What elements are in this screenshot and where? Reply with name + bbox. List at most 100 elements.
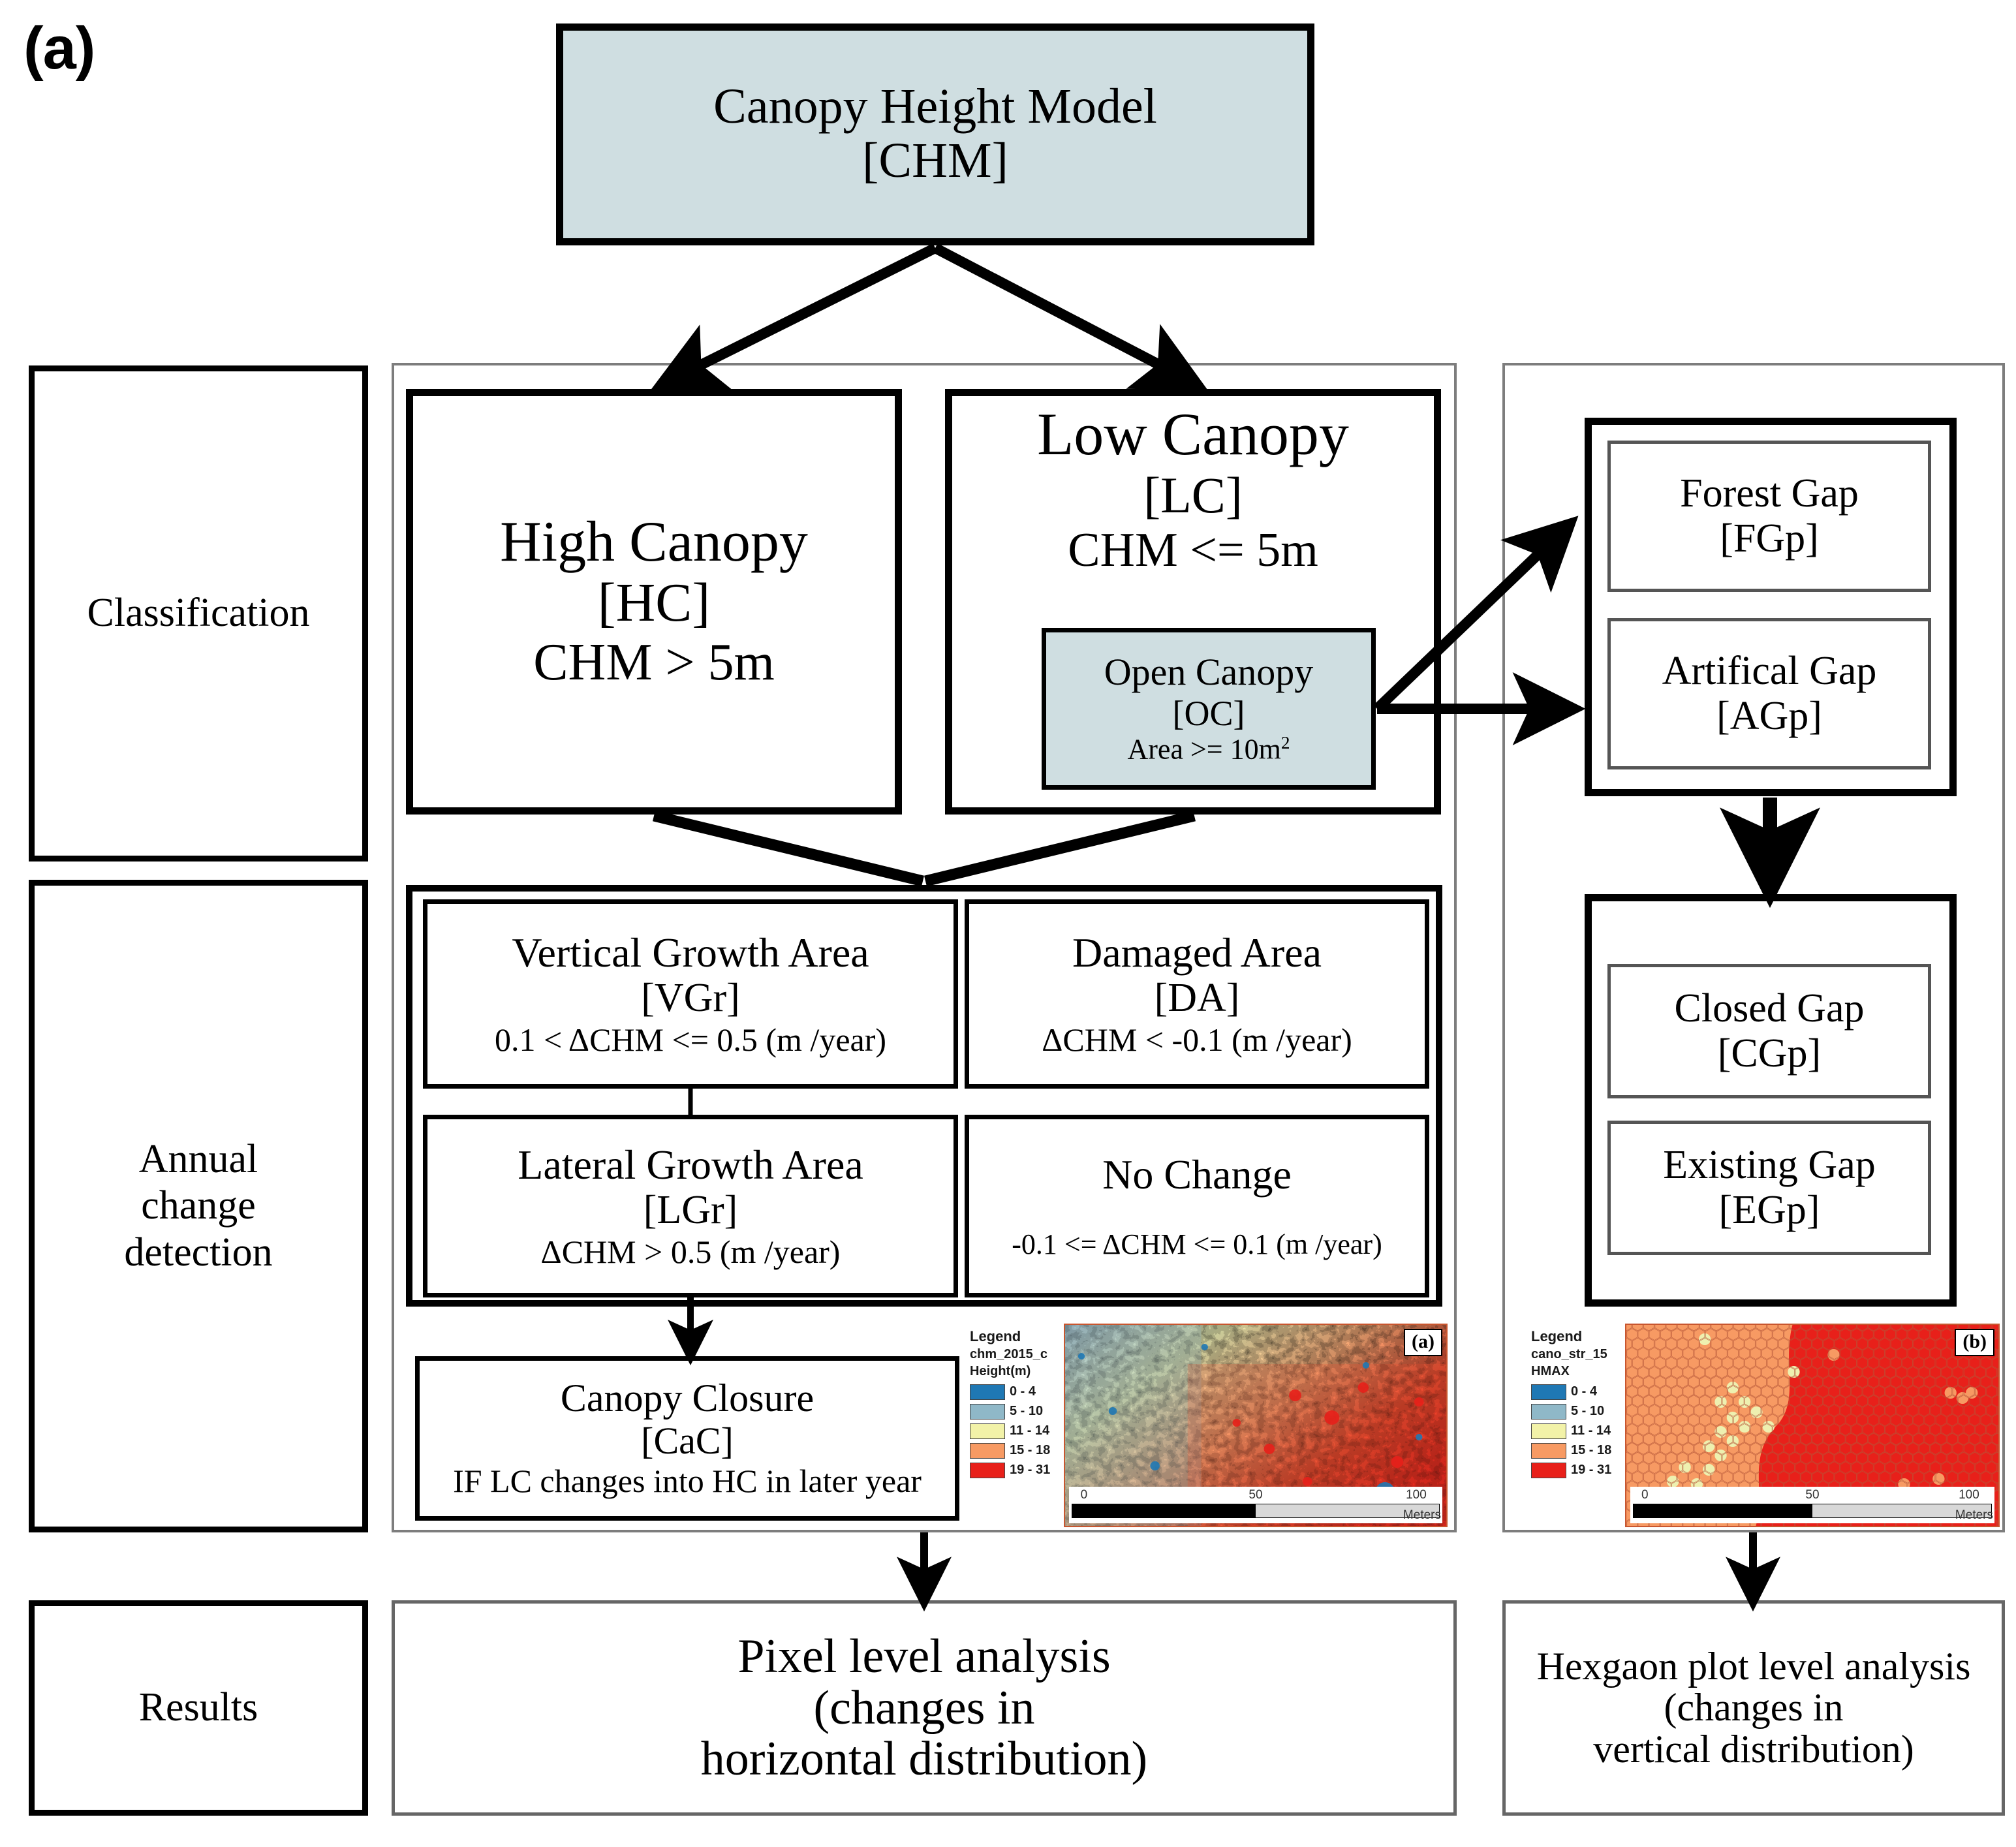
stage-label-classification-text: Classification xyxy=(87,591,310,636)
legend-chm: Legend chm_2015_c Height(m) 0 - 4 5 - 10… xyxy=(965,1324,1064,1527)
node-canopy-height-model: Canopy Height Model [CHM] xyxy=(556,23,1314,245)
legend-label: 5 - 10 xyxy=(1571,1404,1605,1418)
figure-chm-map: Legend chm_2015_c Height(m) 0 - 4 5 - 10… xyxy=(965,1324,1448,1527)
node-open-canopy-rule-text: Area >= 10m xyxy=(1127,733,1281,766)
stage-label-results-text: Results xyxy=(138,1685,258,1730)
node-lateral-growth-rule: ΔCHM > 0.5 (m /year) xyxy=(540,1233,841,1270)
legend-row: 5 - 10 xyxy=(1531,1402,1625,1421)
figure-tag-b: (b) xyxy=(1955,1329,1994,1356)
node-canopy-closure: Canopy Closure [CaC] IF LC changes into … xyxy=(415,1356,959,1521)
scalebar-fill xyxy=(1634,1504,1812,1517)
node-forest-gap-code: [FGp] xyxy=(1720,516,1819,561)
hex-raster: (b) 0 50 100 Meters xyxy=(1625,1324,2000,1527)
legend-swatch xyxy=(970,1442,1005,1459)
node-low-canopy-rule: CHM <= 5m xyxy=(1068,523,1318,577)
legend-label: 15 - 18 xyxy=(1571,1443,1612,1457)
stage-label-annual-line2: change xyxy=(141,1183,256,1228)
node-artificial-gap-title: Artifical Gap xyxy=(1662,648,1877,693)
node-artificial-gap: Artifical Gap [AGp] xyxy=(1607,618,1931,769)
node-open-canopy-code: [OC] xyxy=(1172,693,1245,733)
stage-label-classification: Classification xyxy=(29,365,368,861)
node-existing-gap-code: [EGp] xyxy=(1718,1188,1820,1232)
scalebar-tick: 0 xyxy=(1080,1488,1088,1502)
stage-label-results: Results xyxy=(29,1600,368,1816)
scalebar-chm-bar xyxy=(1072,1504,1440,1518)
node-low-canopy-title: Low Canopy xyxy=(1037,401,1349,467)
legend-label: 19 - 31 xyxy=(1571,1463,1612,1477)
legend-row: 11 - 14 xyxy=(970,1421,1064,1441)
legend-hex: Legend cano_str_15 HMAX 0 - 4 5 - 10 11 … xyxy=(1526,1324,1625,1527)
node-high-canopy-rule: CHM > 5m xyxy=(533,633,775,691)
node-chm-title: Canopy Height Model xyxy=(713,79,1157,134)
node-low-canopy-code: [LC] xyxy=(1143,466,1243,523)
legend-row: 15 - 18 xyxy=(970,1441,1064,1461)
node-damaged-area-title: Damaged Area xyxy=(1072,929,1322,976)
legend-label: 15 - 18 xyxy=(1010,1443,1051,1457)
node-lateral-growth-title: Lateral Growth Area xyxy=(518,1141,863,1188)
node-open-canopy-rule: Area >= 10m2 xyxy=(1128,733,1290,766)
legend-label: 11 - 14 xyxy=(1571,1423,1611,1438)
legend-chm-field: Height(m) xyxy=(970,1363,1031,1378)
legend-swatch xyxy=(970,1462,1005,1478)
node-vertical-growth-rule: 0.1 < ΔCHM <= 0.5 (m /year) xyxy=(494,1021,887,1058)
node-lateral-growth-area: Lateral Growth Area [LGr] ΔCHM > 0.5 (m … xyxy=(423,1115,958,1297)
scalebar-tick: 100 xyxy=(1406,1488,1427,1502)
legend-hex-title: Legend xyxy=(1531,1328,1583,1344)
node-damaged-area: Damaged Area [DA] ΔCHM < -0.1 (m /year) xyxy=(965,899,1429,1089)
node-vertical-growth-title: Vertical Growth Area xyxy=(512,929,869,976)
legend-swatch xyxy=(970,1384,1005,1400)
legend-swatch xyxy=(970,1403,1005,1420)
node-damaged-area-code: [DA] xyxy=(1154,976,1240,1021)
figure-tag-a: (a) xyxy=(1404,1329,1442,1356)
legend-swatch xyxy=(1531,1384,1566,1400)
node-hexagon-level-analysis: Hexgaon plot level analysis (changes in … xyxy=(1502,1600,2005,1816)
scalebar-tick: 50 xyxy=(1248,1488,1263,1502)
legend-row: 5 - 10 xyxy=(970,1402,1064,1421)
node-high-canopy: High Canopy [HC] CHM > 5m xyxy=(406,389,902,815)
legend-row: 0 - 4 xyxy=(970,1382,1064,1402)
node-vertical-growth-code: [VGr] xyxy=(641,976,740,1021)
legend-label: 5 - 10 xyxy=(1010,1404,1044,1418)
legend-row: 0 - 4 xyxy=(1531,1382,1625,1402)
node-high-canopy-code: [HC] xyxy=(597,572,711,633)
legend-row: 19 - 31 xyxy=(1531,1461,1625,1480)
scalebar-chm-ticks: 0 50 100 xyxy=(1069,1487,1442,1504)
node-no-change-rule: -0.1 <= ΔCHM <= 0.1 (m /year) xyxy=(1012,1228,1382,1260)
stage-label-annual-line1: Annual xyxy=(138,1137,258,1182)
node-closed-gap-title: Closed Gap xyxy=(1674,986,1865,1031)
node-hexagon-line1: Hexgaon plot level analysis xyxy=(1536,1644,1971,1688)
scalebar-tick: 100 xyxy=(1959,1488,1979,1502)
legend-chm-rows: 0 - 4 5 - 10 11 - 14 15 - 18 19 - 31 xyxy=(970,1382,1064,1480)
legend-hex-field: HMAX xyxy=(1531,1363,1570,1378)
legend-label: 0 - 4 xyxy=(1010,1384,1036,1399)
scalebar-chm: 0 50 100 Meters xyxy=(1069,1487,1442,1523)
legend-row: 11 - 14 xyxy=(1531,1421,1625,1441)
legend-label: 11 - 14 xyxy=(1010,1423,1050,1438)
node-high-canopy-title: High Canopy xyxy=(500,510,808,574)
legend-hex-rows: 0 - 4 5 - 10 11 - 14 15 - 18 19 - 31 xyxy=(1531,1382,1625,1480)
node-hexagon-line3: vertical distribution) xyxy=(1593,1727,1914,1771)
node-no-change: No Change -0.1 <= ΔCHM <= 0.1 (m /year) xyxy=(965,1115,1429,1297)
node-hexagon-line2: (changes in xyxy=(1664,1686,1844,1730)
scalebar-hex: 0 50 100 Meters xyxy=(1630,1487,1994,1523)
node-canopy-closure-title: Canopy Closure xyxy=(560,1376,814,1420)
node-canopy-closure-code: [CaC] xyxy=(641,1420,734,1463)
scalebar-hex-bar xyxy=(1633,1504,1992,1518)
legend-chm-layer: chm_2015_c xyxy=(970,1346,1047,1361)
legend-label: 19 - 31 xyxy=(1010,1463,1051,1477)
panel-tag: (a) xyxy=(23,15,95,82)
scalebar-tick: 50 xyxy=(1805,1488,1820,1502)
legend-swatch xyxy=(1531,1423,1566,1439)
legend-row: 19 - 31 xyxy=(970,1461,1064,1480)
node-lateral-growth-code: [LGr] xyxy=(643,1188,738,1233)
node-forest-gap: Forest Gap [FGp] xyxy=(1607,441,1931,592)
node-no-change-title: No Change xyxy=(1102,1151,1292,1198)
scalebar-chm-units: Meters xyxy=(1403,1508,1441,1522)
node-closed-gap-code: [CGp] xyxy=(1717,1031,1822,1076)
gap-group-change: Closed Gap [CGp] Existing Gap [EGp] xyxy=(1585,894,1957,1307)
figure-hex-map: Legend cano_str_15 HMAX 0 - 4 5 - 10 11 … xyxy=(1526,1324,2000,1527)
node-artificial-gap-code: [AGp] xyxy=(1716,694,1822,738)
node-open-canopy-rule-sup: 2 xyxy=(1280,733,1290,753)
node-chm-code: [CHM] xyxy=(862,132,1008,188)
legend-swatch xyxy=(970,1423,1005,1439)
